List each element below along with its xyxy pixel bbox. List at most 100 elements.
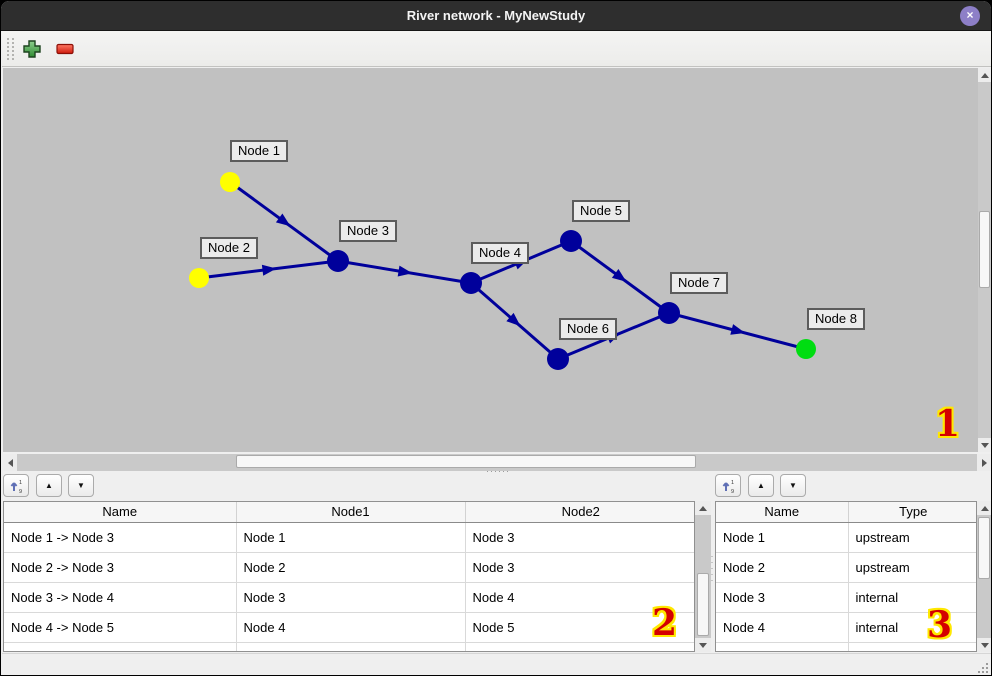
links-table-scrollbar[interactable] (695, 501, 711, 652)
scrollbar-thumb[interactable] (978, 517, 990, 579)
scrollbar-thumb[interactable] (236, 455, 696, 468)
column-header[interactable]: Name (716, 502, 849, 523)
scroll-left-button[interactable] (3, 454, 17, 471)
node-label[interactable]: Node 1 (230, 140, 288, 162)
network-node[interactable] (560, 230, 582, 252)
column-header[interactable]: Node2 (465, 502, 694, 523)
node-label[interactable]: Node 4 (471, 242, 529, 264)
svg-text:9: 9 (731, 489, 734, 494)
column-header[interactable]: Node1 (236, 502, 466, 523)
table-cell: Node 3 (716, 582, 849, 613)
scroll-down-button[interactable] (978, 438, 991, 452)
table-cell: Node 3 (236, 582, 466, 613)
up-arrow-icon: ▲ (45, 481, 53, 490)
down-arrow-icon: ▼ (77, 481, 85, 490)
node-label[interactable]: Node 6 (559, 318, 617, 340)
nodes-table-scrollbar[interactable] (977, 501, 991, 652)
edge-arrowhead (275, 213, 291, 227)
nodes-move-down-button[interactable]: ▼ (780, 474, 806, 497)
edge-arrowhead (611, 269, 627, 282)
annotation-marker: 3 (927, 604, 953, 646)
table-cell (848, 642, 976, 651)
table-cell: upstream (848, 552, 976, 583)
canvas-horizontal-scrollbar[interactable] (3, 454, 991, 471)
links-sort-button[interactable]: 1 9 (3, 474, 29, 497)
svg-text:1: 1 (731, 480, 734, 486)
network-node[interactable] (460, 272, 482, 294)
table-cell: Node 4 (465, 582, 694, 613)
node-label[interactable]: Node 7 (670, 272, 728, 294)
remove-button[interactable] (53, 37, 77, 61)
links-move-up-button[interactable]: ▲ (36, 474, 62, 497)
scrollbar-thumb[interactable] (979, 211, 990, 288)
nodes-move-up-button[interactable]: ▲ (748, 474, 774, 497)
resize-grip[interactable] (978, 663, 988, 673)
network-node[interactable] (658, 302, 680, 324)
down-arrow-icon: ▼ (789, 481, 797, 490)
scroll-down-button[interactable] (695, 638, 711, 652)
table-cell: Node 3 (465, 552, 694, 583)
titlebar[interactable]: River network - MyNewStudy × (1, 1, 991, 31)
splitter-handle[interactable]: ······ (486, 466, 510, 476)
network-node[interactable] (220, 172, 240, 192)
table-row[interactable] (4, 642, 694, 651)
status-bar (2, 653, 991, 675)
scroll-up-button[interactable] (978, 68, 991, 82)
table-cell: Node 5 (465, 612, 694, 643)
node-label[interactable]: Node 2 (200, 237, 258, 259)
column-header[interactable]: Type (848, 502, 976, 523)
scroll-up-button[interactable] (695, 501, 711, 515)
table-row[interactable] (716, 642, 976, 651)
table-cell: Node 2 (716, 552, 849, 583)
close-icon: × (966, 8, 974, 22)
network-node[interactable] (796, 339, 816, 359)
table-cell: Node 2 -> Node 3 (4, 552, 237, 583)
node-label[interactable]: Node 3 (339, 220, 397, 242)
scroll-up-button[interactable] (977, 501, 991, 515)
nodes-sort-button[interactable]: 1 9 (715, 474, 741, 497)
network-node[interactable] (547, 348, 569, 370)
node-label[interactable]: Node 5 (572, 200, 630, 222)
table-cell: Node 4 (236, 612, 466, 643)
river-network-canvas[interactable]: Node 1 Node 2 Node 3 Node 4 Node 5 Node 6 Node… (3, 68, 978, 452)
scroll-down-button[interactable] (977, 638, 991, 652)
annotation-marker: 2 (652, 602, 678, 644)
table-cell: Node 4 -> Node 5 (4, 612, 237, 643)
links-move-down-button[interactable]: ▼ (68, 474, 94, 497)
window-title: River network - MyNewStudy (406, 8, 586, 23)
table-cell: upstream (848, 522, 976, 553)
table-cell (465, 642, 694, 651)
annotation-marker: 1 (935, 403, 961, 445)
table-cell: Node 3 -> Node 4 (4, 582, 237, 613)
column-header[interactable]: Name (4, 502, 237, 523)
canvas-vertical-scrollbar[interactable] (978, 68, 991, 452)
edge-arrowhead (397, 265, 413, 277)
node-label[interactable]: Node 8 (807, 308, 865, 330)
add-button[interactable] (20, 37, 44, 61)
minus-icon (56, 43, 74, 55)
close-button[interactable]: × (960, 6, 980, 26)
table-cell: Node 1 (236, 522, 466, 553)
scroll-right-button[interactable] (977, 454, 991, 471)
table-splitter-handle[interactable]: ····· (710, 551, 714, 585)
table-cell: Node 3 (465, 522, 694, 553)
table-cell (4, 642, 237, 651)
main-toolbar (2, 31, 991, 67)
edge-arrowhead (261, 264, 277, 276)
scrollbar-thumb[interactable] (697, 573, 709, 636)
table-cell: internal (848, 612, 976, 643)
network-node[interactable] (327, 250, 349, 272)
toolbar-drag-handle[interactable] (7, 38, 14, 60)
network-node[interactable] (189, 268, 209, 288)
